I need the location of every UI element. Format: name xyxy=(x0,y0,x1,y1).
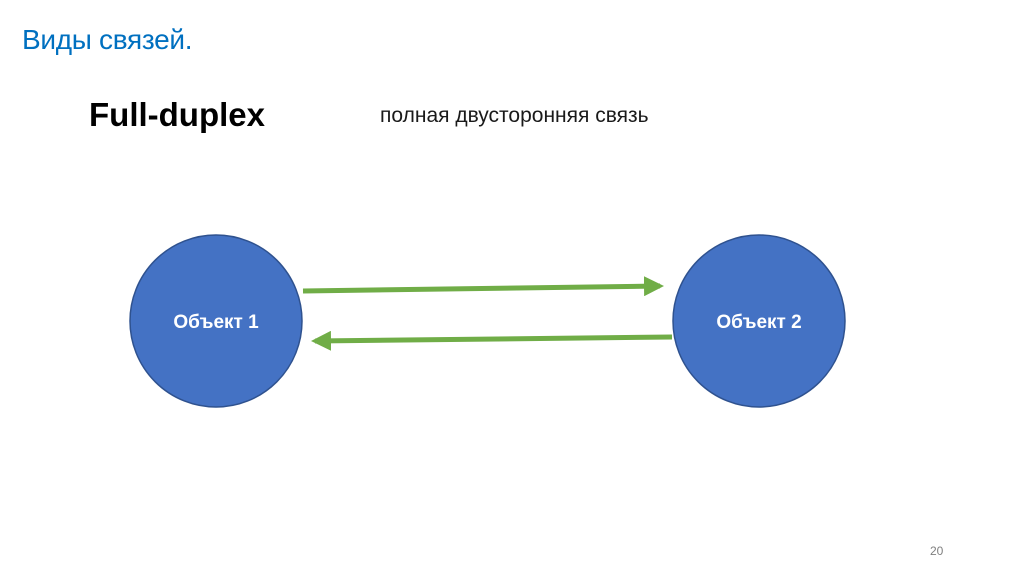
full-duplex-heading: Full-duplex xyxy=(89,96,265,133)
node-object-1-label: Объект 1 xyxy=(173,312,259,333)
node-object-2: Объект 2 xyxy=(672,234,846,408)
node-object-2-label: Объект 2 xyxy=(716,312,801,333)
slide-title: Виды связей. xyxy=(22,24,193,55)
node-object-1-circle xyxy=(129,234,303,408)
page-number: 20 xyxy=(930,544,944,558)
node-object-1: Объект 1 xyxy=(129,234,303,408)
arrow-object-2-to-object-1 xyxy=(311,330,673,351)
node-object-2-circle xyxy=(672,234,846,408)
full-duplex-description: полная двусторонняя связь xyxy=(380,104,649,127)
arrow-object-1-to-object-2 xyxy=(302,276,664,297)
